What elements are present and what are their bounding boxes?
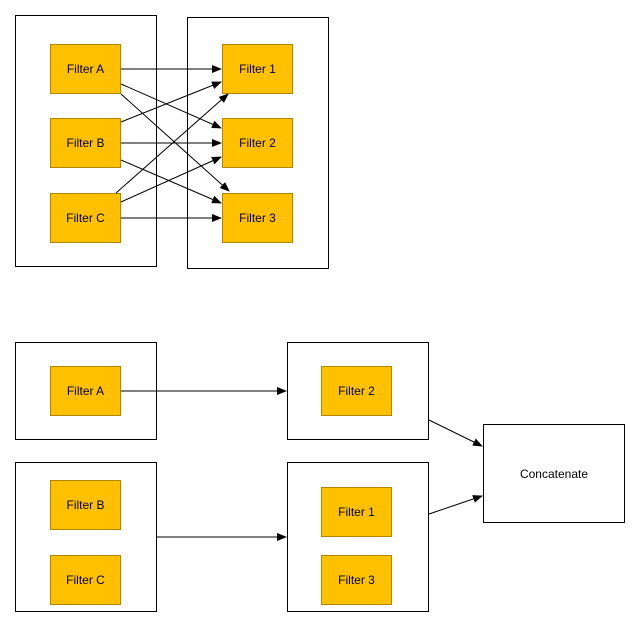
edge-c-to-2: [120, 156, 222, 203]
edge-b-to-1: [120, 81, 222, 123]
edge-b-to-3: [120, 159, 222, 204]
edge-c-to-1: [115, 93, 229, 194]
edge-a-to-2: [120, 83, 222, 129]
edge-group1-to-concat: [428, 419, 483, 447]
bottom-filter-c: Filter C: [50, 555, 121, 605]
edge-group2-to-concat: [428, 495, 483, 515]
top-filter-1: Filter 1: [222, 44, 293, 94]
